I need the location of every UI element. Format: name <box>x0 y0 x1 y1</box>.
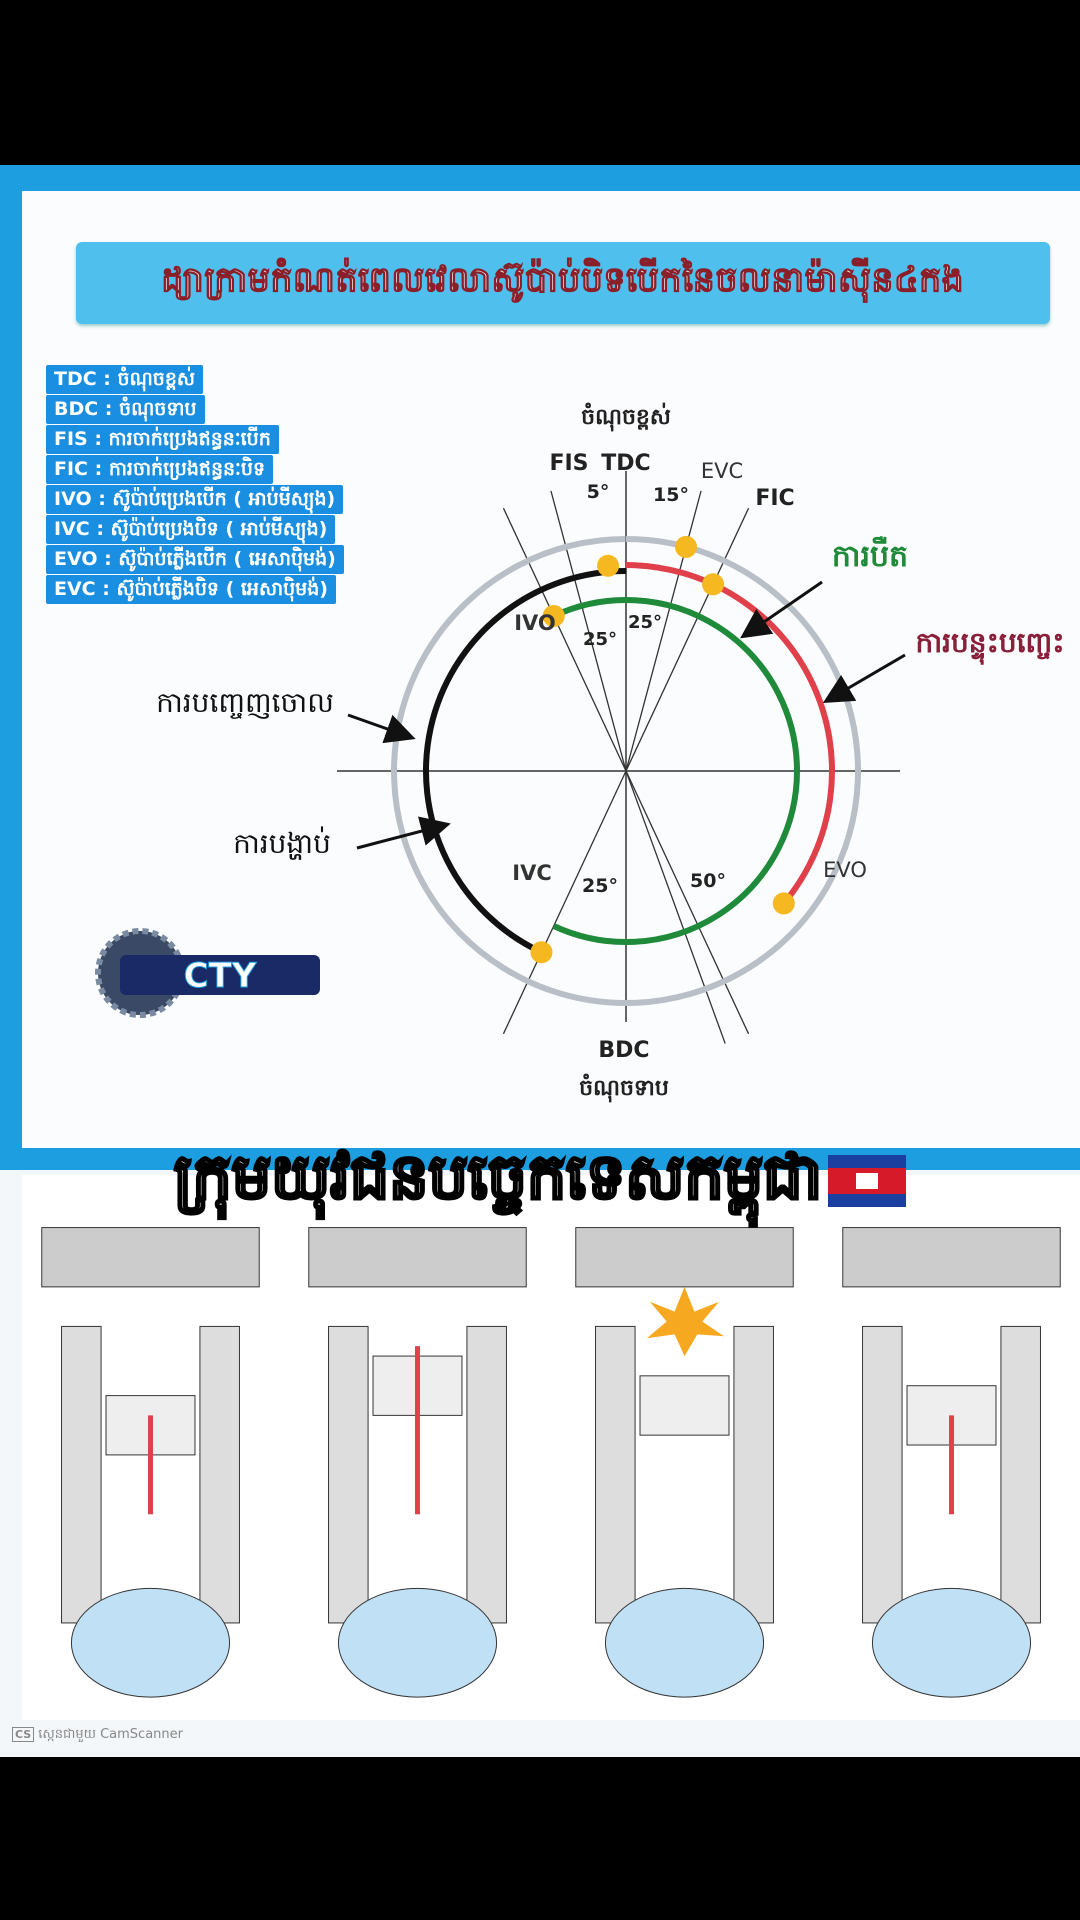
legend-item: IVO : ស៊ូប៉ាប់ប្រេងបើក ( អាប់មីស្យុង) <box>46 485 344 514</box>
angle-label: 25° <box>582 875 618 897</box>
legend-item: BDC : ចំណុចទាប <box>46 395 205 424</box>
power-stroke-label: ការបន្ទុះបញ្ចេះ <box>915 626 1064 665</box>
timing-point <box>542 605 565 628</box>
angle-label: 25° <box>583 629 617 650</box>
ivo-label: IVO <box>514 611 556 635</box>
angle-label: 25° <box>628 612 662 633</box>
timing-radial-line <box>502 507 627 772</box>
legend-item: EVO : ស៊ូប៉ាប់ភ្លើងបើក ( អេសាប៉ិមង់) <box>46 545 344 574</box>
bdc-kh-label: ចំណុចទាប <box>579 1073 669 1103</box>
camscanner-text: ស្កេនជាមួយ CamScanner <box>38 1727 183 1742</box>
legend-item: FIC : ការចាក់ប្រេងឥន្ធនៈបិទ <box>46 455 274 484</box>
fic-label: FIC <box>755 486 794 511</box>
timing-radial-line <box>625 770 726 1044</box>
caption-text: ក្រុមយុវជនបច្ចេកទេសកម្ពុជា <box>172 1139 823 1215</box>
compression-arc <box>423 568 627 955</box>
pointer-arrow <box>356 816 451 850</box>
timing-radial-line <box>625 507 750 772</box>
logo-text: CTY <box>184 956 257 996</box>
fis-label: FIS <box>549 451 588 476</box>
legend-item: TDC : ចំណុចខ្ពស់ <box>46 365 203 394</box>
frame-border <box>0 165 22 1155</box>
group-caption: ក្រុមយុវជនបច្ចេកទេសកម្ពុជា <box>0 1138 1080 1229</box>
pointer-arrow <box>740 580 823 639</box>
engine-power-illustration <box>575 1227 794 1698</box>
camscanner-icon: CS <box>12 1727 35 1742</box>
legend: TDC : ចំណុចខ្ពស់ BDC : ចំណុចទាប FIS : កា… <box>46 365 344 605</box>
engine-strokes-illustration <box>22 1175 1080 1720</box>
ivc-label: IVC <box>512 861 551 885</box>
title-banner: ដ្យាក្រាមកំណត់ពេលវេលាស៊ូប៉ាប់បិទបើកនៃចលន… <box>76 242 1050 324</box>
pointer-arrow <box>347 713 416 744</box>
pointer-arrow <box>822 653 906 704</box>
intake-stroke-label: ការបឺត <box>832 536 908 574</box>
angle-label: 15° <box>653 484 689 506</box>
engine-exhaust-illustration <box>842 1227 1061 1698</box>
timing-point <box>530 941 553 964</box>
legend-item: IVC : ស៊ូប៉ាប់ប្រេងបិទ ( អាប់មីស្យុង) <box>46 515 336 544</box>
outer-cycle-arc <box>390 536 861 1006</box>
frame-border <box>0 165 1080 191</box>
timing-radial-line <box>625 770 750 1035</box>
cty-logo: CTY <box>95 928 320 1018</box>
page-title: ដ្យាក្រាមកំណត់ពេលវេលាស៊ូប៉ាប់បិទបើកនៃចលន… <box>161 259 965 300</box>
engine-compression-illustration <box>308 1227 527 1698</box>
timing-point <box>772 892 795 915</box>
timing-point <box>702 573 725 596</box>
angle-label: 50° <box>690 870 726 892</box>
legend-item: EVC : ស៊ូប៉ាប់ភ្លើងបិទ ( អេសាប៉ិមង់) <box>46 575 336 604</box>
evo-label: EVO <box>823 858 867 882</box>
power-arc <box>625 562 835 906</box>
timing-radial-line <box>550 490 627 772</box>
tdc-kh-label: ចំណុចខ្ពស់ <box>581 402 671 432</box>
evc-label: EVC <box>701 459 743 483</box>
exhaust-stroke-label: ការបញ្ចេញចោល <box>156 686 334 719</box>
angle-label: 5° <box>587 481 610 503</box>
cambodia-flag-icon <box>828 1154 907 1207</box>
timing-radial-line <box>502 770 627 1035</box>
tdc-label: TDC <box>601 451 650 476</box>
frame-border <box>0 1148 1080 1170</box>
engine-intake-illustration <box>41 1227 260 1698</box>
compression-stroke-label: ការបង្ហាប់ <box>233 826 331 860</box>
bdc-label: BDC <box>598 1038 649 1063</box>
valve-timing-diagram: ចំណុចខ្ពស់ FIS TDC EVC FIC 5° 15° IVO 25… <box>95 402 1065 1103</box>
timing-point <box>597 554 620 577</box>
intake-arc <box>552 597 800 945</box>
timing-point <box>675 535 698 558</box>
legend-item: FIS : ការចាក់ប្រេងឥន្ធនៈបើក <box>46 425 279 454</box>
